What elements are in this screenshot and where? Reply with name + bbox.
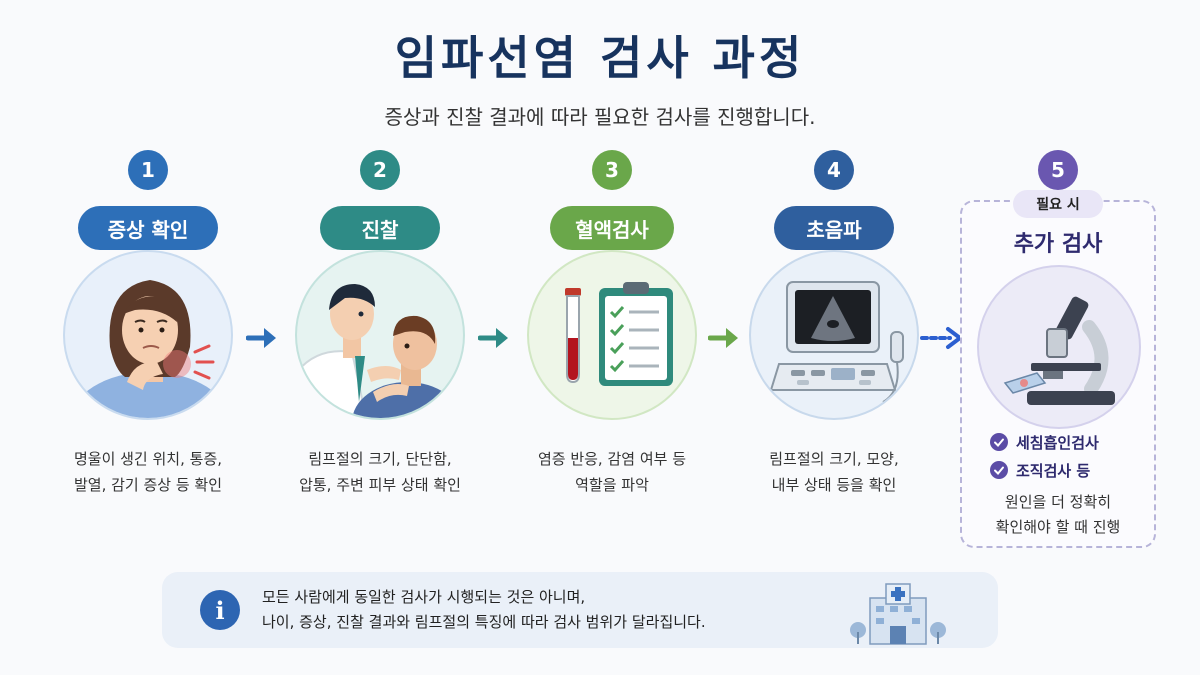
- step-ultrasound: 4 초음파 림프절의 크기, 모양, 내부 상태 등을 확인: [734, 150, 934, 494]
- doctor-examining-icon: [295, 250, 465, 420]
- step-label: 혈액검사: [550, 206, 674, 250]
- page-subtitle: 증상과 진찰 결과에 따라 필요한 검사를 진행합니다.: [384, 105, 816, 129]
- check-item: 조직검사 등: [990, 458, 1090, 482]
- step-number: 5: [1038, 150, 1078, 190]
- step-label: 증상 확인: [78, 206, 218, 250]
- optional-tag: 필요 시: [1013, 190, 1103, 218]
- step-description: 명울이 생긴 위치, 통증, 발열, 감기 증상 등 확인: [73, 450, 223, 494]
- ultrasound-machine-icon: [749, 250, 919, 420]
- step-symptom-check: 1 증상 확인 명울이 생긴 위치, 통증, 발열, 감기 증상 등 확인: [48, 150, 248, 494]
- check-item: 세침흡인검사: [990, 430, 1099, 454]
- info-note: i 모든 사람에게 동일한 검사가 시행되는 것은 아니며, 나이, 증상, 진…: [162, 572, 998, 648]
- step-number: 2: [360, 150, 400, 190]
- step-number: 1: [128, 150, 168, 190]
- microscope-icon: [977, 265, 1141, 429]
- hospital-building-icon: [850, 583, 946, 645]
- blood-test-clipboard-icon: [527, 250, 697, 420]
- step-description: 염증 반응, 감염 여부 등 역할을 파악: [537, 450, 687, 494]
- step-number: 3: [592, 150, 632, 190]
- step-label: 진찰: [320, 206, 440, 250]
- arrow-right-icon: [708, 328, 738, 348]
- checkmark-icon: [990, 433, 1008, 451]
- page-title: 임파선염 검사 과정: [394, 31, 806, 85]
- info-text: 모든 사람에게 동일한 검사가 시행되는 것은 아니며, 나이, 증상, 진찰 …: [262, 588, 706, 631]
- dashed-arrow-right-icon: [920, 327, 962, 349]
- step-number: 4: [814, 150, 854, 190]
- optional-step-title: 추가 검사: [1013, 232, 1103, 257]
- optional-step-description: 원인을 더 정확히 확인해야 할 때 진행: [995, 493, 1121, 536]
- step-blood-test: 3 혈액검사 염증 반응, 감염 여부 등 역할을 파악: [512, 150, 712, 494]
- arrow-right-icon: [246, 328, 276, 348]
- step-label: 초음파: [774, 206, 894, 250]
- arrow-right-icon: [478, 328, 508, 348]
- checkmark-icon: [990, 461, 1008, 479]
- step-description: 림프절의 크기, 모양, 내부 상태 등을 확인: [769, 450, 899, 494]
- step-description: 림프절의 크기, 단단함, 압통, 주변 피부 상태 확인: [299, 450, 461, 494]
- info-icon: i: [200, 590, 240, 630]
- patient-neck-pain-icon: [63, 250, 233, 420]
- step-examination: 2 진찰 림프절의 크기, 단단함, 압통, 주변 피부 상태 확인: [280, 150, 480, 494]
